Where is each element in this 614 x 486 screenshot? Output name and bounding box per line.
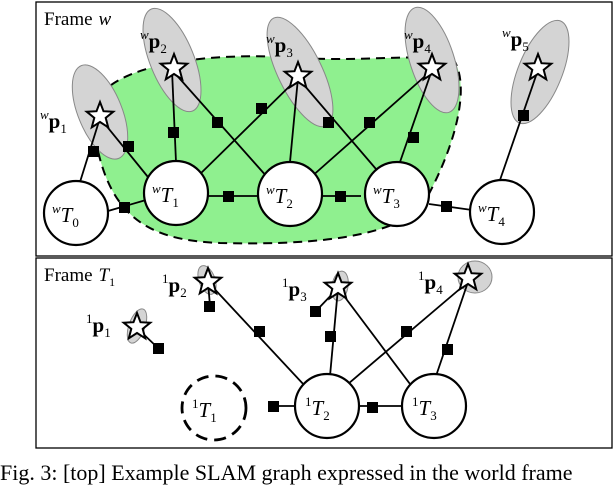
factor-node <box>401 326 412 337</box>
landmark-label: wp3 <box>266 31 293 60</box>
pose-label: 1T3 <box>412 394 437 423</box>
factor-node <box>153 343 164 354</box>
landmark-label: wp2 <box>140 27 167 56</box>
factor-node <box>335 191 346 202</box>
factor-node <box>212 117 223 128</box>
factor-node <box>325 331 336 342</box>
pose-label: wT3 <box>373 182 400 211</box>
landmark-label: wp1 <box>40 107 67 136</box>
pose-label: wT1 <box>152 181 179 210</box>
pose-node <box>42 179 110 247</box>
top-panel-frame <box>35 1 613 257</box>
landmark-label: 1p4 <box>418 268 443 297</box>
landmark-star <box>121 310 153 341</box>
factor-node <box>88 146 99 157</box>
pose-label: wT4 <box>478 200 505 229</box>
pose-label: 1T2 <box>305 394 330 423</box>
landmark-star <box>522 51 554 82</box>
pose-node <box>363 160 431 228</box>
factor-node <box>310 306 321 317</box>
landmark-star <box>158 51 190 82</box>
figure-caption: Fig. 3: [top] Example SLAM graph express… <box>0 460 573 485</box>
factor-node <box>442 344 453 355</box>
pose-node <box>400 372 468 440</box>
landmark-star <box>322 270 354 301</box>
factor-node <box>168 127 179 138</box>
factor-edge <box>435 281 469 377</box>
landmark-label: 1p2 <box>162 271 187 300</box>
pose-node <box>256 160 324 228</box>
factor-node <box>408 132 419 143</box>
pose-node <box>293 372 361 440</box>
landmark-star <box>416 51 448 82</box>
pose-node <box>142 159 210 227</box>
landmark-label: wp5 <box>502 25 529 54</box>
landmark-star <box>282 59 314 90</box>
factor-node <box>119 202 130 213</box>
landmark-label: 1p1 <box>86 311 111 340</box>
pose-label: wT2 <box>266 182 293 211</box>
factor-node <box>364 117 375 128</box>
factor-edge <box>499 69 539 181</box>
factor-edge <box>171 69 177 163</box>
factor-node <box>323 117 334 128</box>
factor-node <box>518 110 529 121</box>
pose-node <box>468 178 536 246</box>
factor-edge <box>399 69 433 163</box>
factor-node <box>441 201 452 212</box>
factor-node <box>123 141 134 152</box>
factor-node <box>254 326 265 337</box>
landmark-star <box>452 261 484 292</box>
factor-node <box>268 401 279 412</box>
factor-edge <box>337 287 411 385</box>
pose-label: 1T1 <box>192 396 217 425</box>
landmark-star <box>84 99 116 130</box>
pose-node-marginalized <box>180 374 248 442</box>
landmark-star <box>192 265 224 296</box>
pose-label: wT0 <box>52 201 79 230</box>
landmark-label: wp4 <box>404 27 431 56</box>
factor-edge <box>289 77 299 163</box>
landmark-label: 1p3 <box>282 275 307 304</box>
factor-node <box>256 103 267 114</box>
factor-node <box>367 402 378 413</box>
factor-node <box>223 191 234 202</box>
factor-node <box>204 301 215 312</box>
factor-edge <box>297 77 383 177</box>
factor-edge <box>195 77 299 179</box>
bottom-panel-frame <box>35 257 613 449</box>
